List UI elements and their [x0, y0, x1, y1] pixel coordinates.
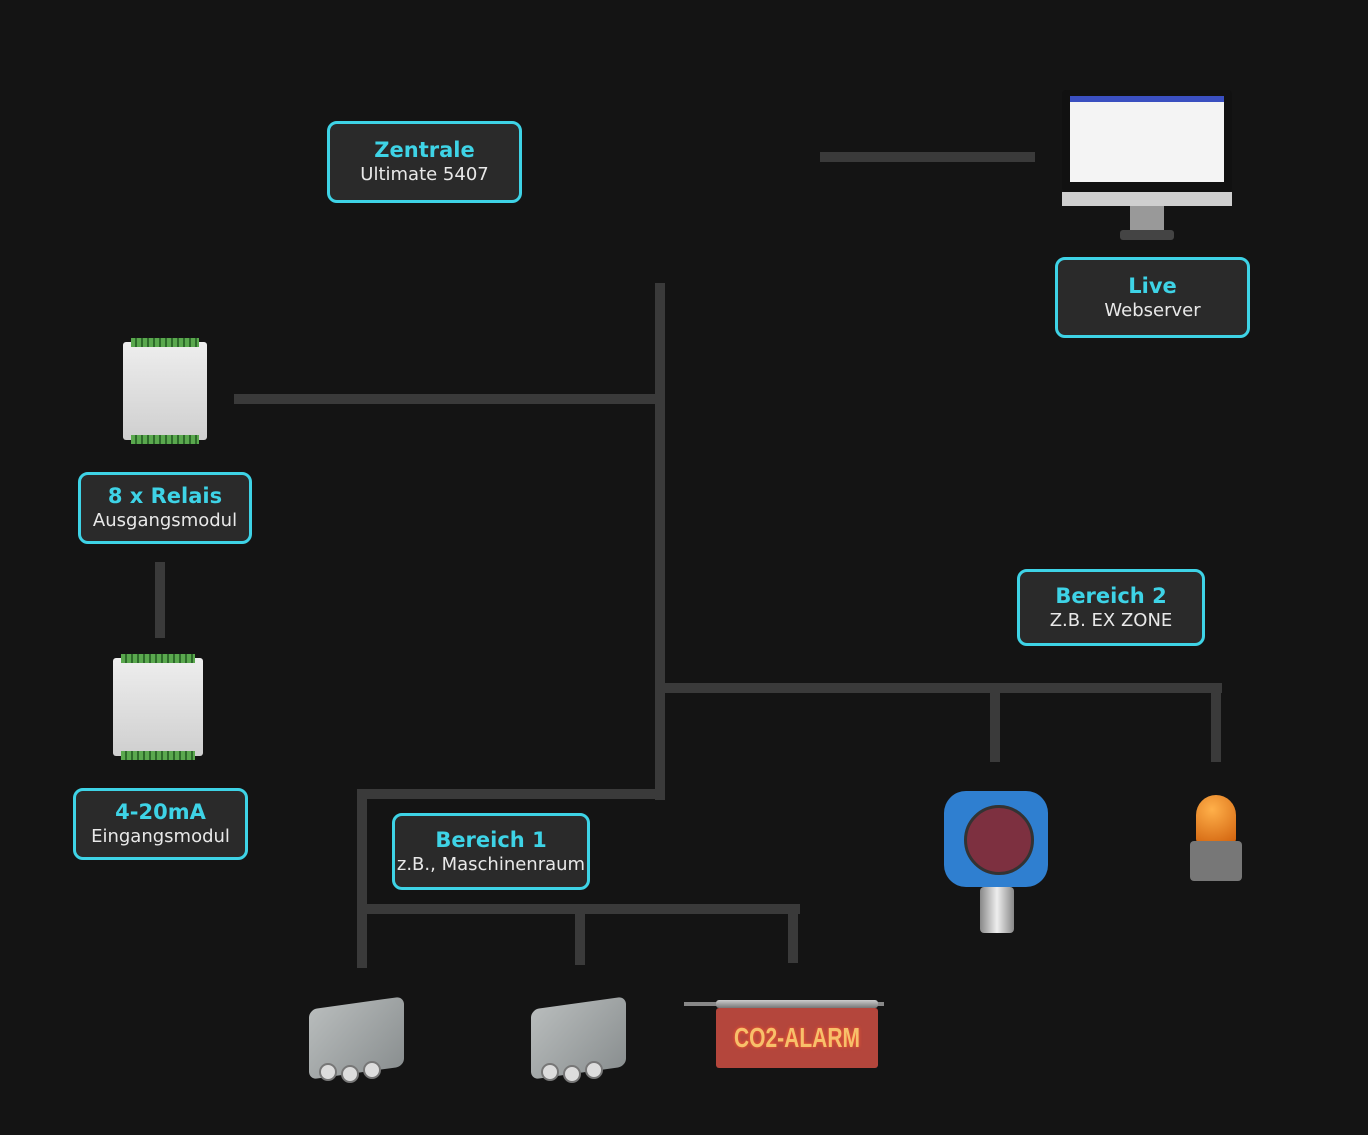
input-subtitle: Eingangsmodul: [91, 826, 230, 847]
area2-subtitle: Z.B. EX ZONE: [1049, 609, 1173, 631]
input-module-icon: [113, 654, 203, 760]
beacon-icon: [1182, 795, 1248, 895]
input-module-box[interactable]: 4-20mA Eingangsmodul: [73, 788, 248, 860]
webserver-title: Live: [1128, 273, 1177, 298]
area1-box[interactable]: Bereich 1 z.B., Maschinenraum: [392, 813, 590, 890]
area1-title: Bereich 1: [435, 827, 547, 852]
line-area1: [357, 789, 665, 799]
line-relay-input: [155, 562, 165, 638]
monitor-icon: [1062, 90, 1232, 245]
line-co2-sign: [788, 909, 798, 963]
gas-sensor-icon: [527, 995, 637, 1085]
area2-title: Bereich 2: [1055, 583, 1167, 608]
gas-detector-icon: [940, 785, 1052, 935]
line-beacon: [1211, 688, 1221, 762]
line-sensor2: [575, 909, 585, 965]
line-relay: [234, 394, 660, 404]
line-gas-detector: [990, 688, 1000, 762]
line-area2: [665, 683, 1222, 693]
central-box[interactable]: Zentrale Ultimate 5407: [327, 121, 522, 203]
gas-sensor-icon: [305, 995, 415, 1085]
line-trunk: [655, 283, 665, 800]
central-subtitle: Ultimate 5407: [360, 164, 489, 185]
central-title: Zentrale: [374, 138, 475, 162]
line-webserver: [820, 152, 1035, 162]
area2-box[interactable]: Bereich 2 Z.B. EX ZONE: [1017, 569, 1205, 646]
relay-module-box[interactable]: 8 x Relais Ausgangsmodul: [78, 472, 252, 544]
relay-subtitle: Ausgangsmodul: [92, 510, 238, 531]
relay-title: 8 x Relais: [107, 484, 223, 508]
relay-module-icon: [123, 338, 207, 444]
input-title: 4-20mA: [115, 800, 206, 824]
co2-alarm-text: CO2-ALARM: [734, 1022, 860, 1053]
webserver-box[interactable]: Live Webserver: [1055, 257, 1250, 338]
area1-subtitle: z.B., Maschinenraum: [396, 853, 586, 875]
webserver-subtitle: Webserver: [1104, 299, 1201, 321]
co2-alarm-sign: CO2-ALARM: [684, 996, 888, 1070]
line-area1-vertical: [357, 789, 367, 968]
